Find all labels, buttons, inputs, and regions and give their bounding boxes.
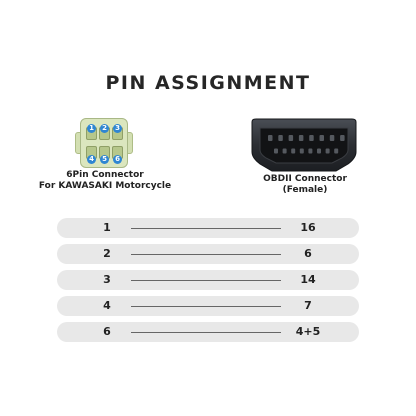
obd2-connector-label: OBDII Connector (Female) — [230, 174, 380, 196]
source-pin: 1 — [103, 221, 111, 234]
obd2-pin-socket — [282, 148, 287, 154]
connection-line — [131, 280, 281, 281]
pin-number-badge: 2 — [100, 124, 109, 133]
obd2-pin-socket — [274, 148, 278, 154]
connector-application: For KAWASAKI Motorcycle — [38, 181, 172, 191]
pin-number-badge: 4 — [87, 155, 96, 164]
pin-map-row: 6 4+5 — [57, 322, 359, 342]
connector-body: 1 2 3 4 5 6 — [80, 118, 128, 168]
obd2-pin-socket — [309, 135, 314, 141]
obd2-connector-image — [248, 118, 360, 172]
pin-number-badge: 5 — [100, 155, 109, 164]
obd2-pin-socket — [329, 135, 335, 141]
connection-line — [131, 306, 281, 307]
obd2-pin-socket — [291, 148, 296, 154]
connector-name: 6Pin Connector — [66, 170, 144, 180]
connection-line — [131, 332, 281, 333]
obd2-pin-sockets — [268, 135, 345, 154]
obd2-pin-socket — [334, 148, 339, 154]
connector-gender: (Female) — [282, 185, 328, 195]
target-pin: 7 — [304, 299, 312, 312]
target-pin: 16 — [300, 221, 316, 234]
obd2-pin-socket — [319, 135, 324, 141]
obd2-pin-socket — [268, 135, 273, 141]
connection-line — [131, 254, 281, 255]
pin-number-badge: 1 — [87, 124, 96, 133]
pin-number-badge: 3 — [113, 124, 122, 133]
page-title: PIN ASSIGNMENT — [105, 72, 311, 94]
six-pin-connector-label: 6Pin Connector For KAWASAKI Motorcycle — [30, 170, 180, 192]
connector-name: OBDII Connector — [263, 174, 347, 184]
obd2-pin-socket — [298, 135, 304, 141]
target-pin: 4+5 — [295, 325, 321, 338]
obd2-pin-socket — [340, 135, 345, 141]
obd2-pin-socket — [299, 148, 304, 154]
pin-map-row: 4 7 — [57, 296, 359, 316]
obd2-connector-drawing — [251, 118, 357, 172]
pin-map-row: 2 6 — [57, 244, 359, 264]
connection-line — [131, 228, 281, 229]
obd2-pin-socket — [288, 135, 294, 141]
pin-map-row: 1 16 — [57, 218, 359, 238]
source-pin: 3 — [103, 273, 111, 286]
obd2-pin-socket — [278, 135, 283, 141]
target-pin: 6 — [304, 247, 312, 260]
obd2-pin-socket — [325, 148, 330, 154]
obd2-pin-socket — [308, 148, 313, 154]
source-pin: 4 — [103, 299, 111, 312]
obd2-pin-socket — [317, 148, 321, 154]
source-pin: 2 — [103, 247, 111, 260]
target-pin: 14 — [300, 273, 316, 286]
six-pin-connector-image: 1 2 3 4 5 6 — [75, 118, 133, 168]
source-pin: 6 — [103, 325, 111, 338]
pin-map-row: 3 14 — [57, 270, 359, 290]
pin-number-badge: 6 — [113, 155, 122, 164]
